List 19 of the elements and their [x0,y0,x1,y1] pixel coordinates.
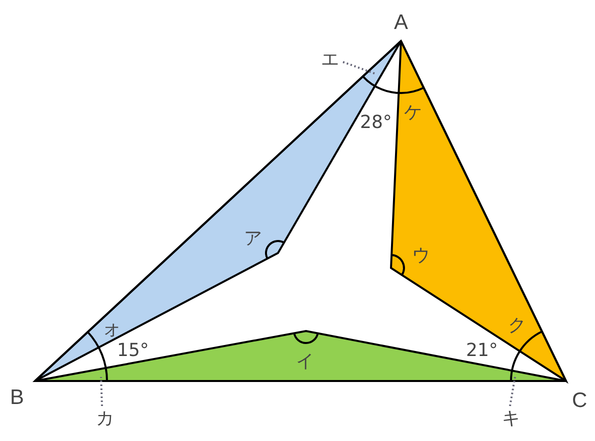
point-label: C [572,390,588,411]
angle-label: オ [104,322,120,338]
angle-label: 28° [360,114,392,132]
angle-label: ケ [404,104,422,122]
leader-line [509,376,516,406]
leader-line [342,61,376,75]
angle-label: ウ [412,247,430,265]
leader-line [100,376,103,406]
angle-label: 15° [117,342,149,360]
angle-label: イ [296,353,314,371]
angle-label: 21° [466,342,498,360]
angle-arc [362,76,424,94]
leader-label: エ [321,51,339,69]
point-label: B [10,387,24,408]
angle-label: ア [244,230,262,248]
point-label: A [394,12,408,33]
leader-label: カ [96,410,114,428]
leader-label: キ [502,410,520,428]
angle-label: ク [508,317,526,335]
